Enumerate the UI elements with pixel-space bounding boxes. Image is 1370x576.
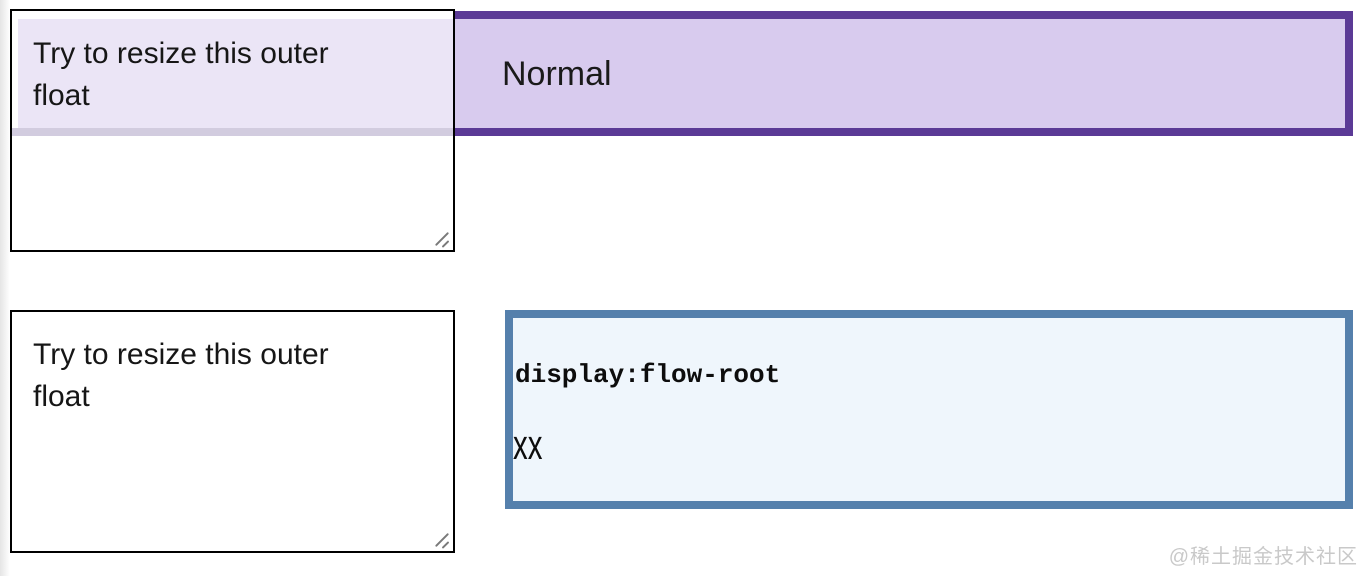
resize-handle-icon[interactable] [433, 531, 451, 549]
flow-root-box: display:flow-root xx [505, 310, 1353, 509]
flow-root-code-label: display:flow-root [515, 360, 781, 390]
box-background-showthrough [18, 19, 453, 128]
normal-box-label: Normal [502, 54, 612, 93]
box-border-showthrough [12, 128, 453, 136]
outer-float-normal[interactable]: Try to resize this outer float [10, 9, 455, 252]
float-label: Try to resize this outer float [33, 37, 329, 112]
float-label: Try to resize this outer float [33, 338, 329, 413]
juejin-watermark: @稀土掘金技术社区 [1168, 546, 1358, 568]
flow-root-extra-text: xx [513, 421, 543, 468]
outer-float-flow-root[interactable]: Try to resize this outer float [10, 310, 455, 553]
resize-handle-icon[interactable] [433, 230, 451, 248]
